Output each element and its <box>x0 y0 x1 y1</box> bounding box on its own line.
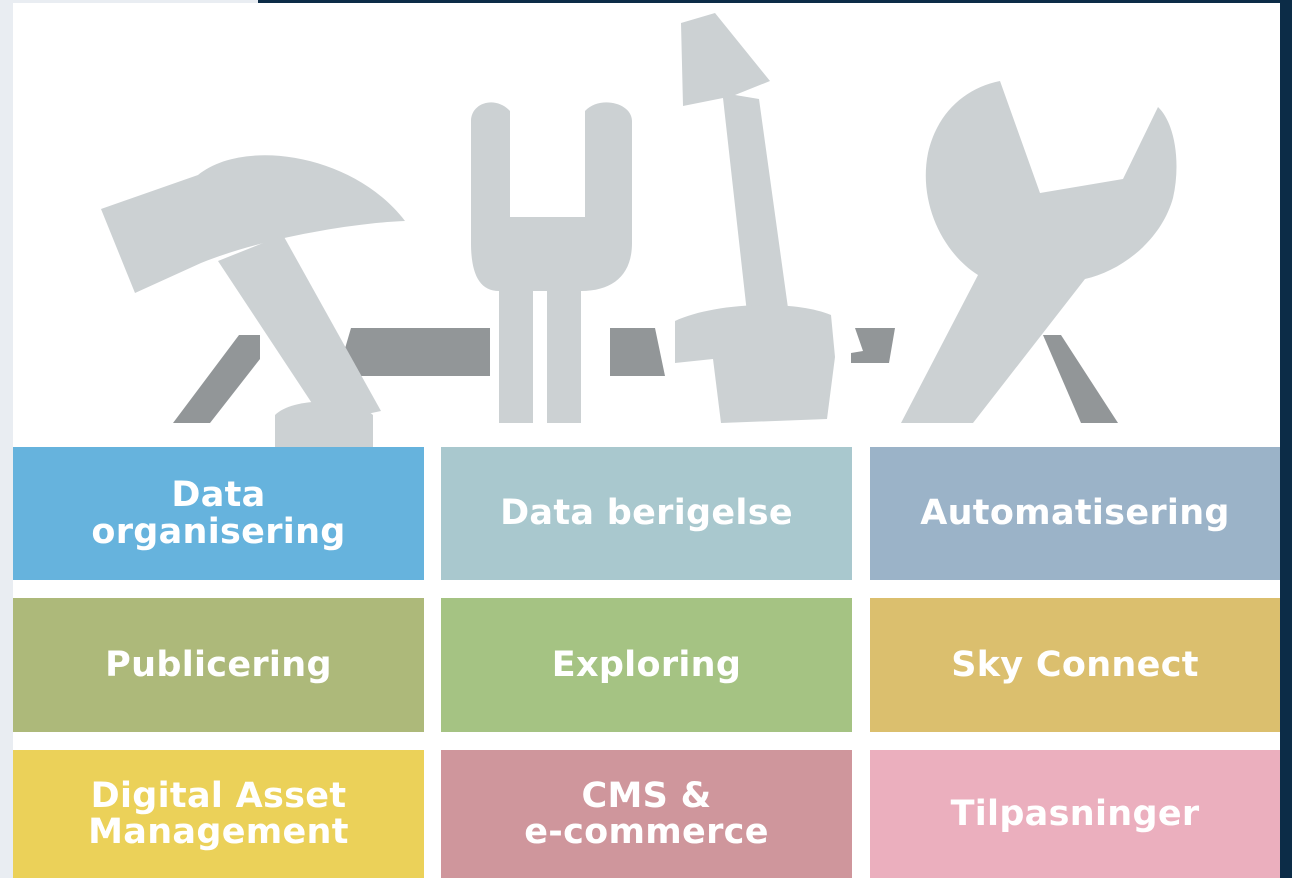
tile-digital-asset-management[interactable]: Digital Asset Management <box>13 750 424 878</box>
tile-automatisering[interactable]: Automatisering <box>870 447 1280 580</box>
tile-cms-ecommerce[interactable]: CMS & e-commerce <box>441 750 852 878</box>
tile-data-berigelse[interactable]: Data berigelse <box>441 447 852 580</box>
tile-publicering[interactable]: Publicering <box>13 598 424 732</box>
fork-wrench-icon <box>471 102 632 423</box>
tile-sky-connect[interactable]: Sky Connect <box>870 598 1280 732</box>
hammer-icon <box>101 155 405 448</box>
tools-illustration <box>101 13 1177 448</box>
toolbox-icon <box>173 328 1118 423</box>
tools-panel: Data organisering Data berigelse Automat… <box>13 3 1280 878</box>
wrench-icon <box>901 81 1177 423</box>
screwdriver-icon <box>675 13 835 423</box>
tile-exploring[interactable]: Exploring <box>441 598 852 732</box>
tile-data-organisering[interactable]: Data organisering <box>13 447 424 580</box>
tile-tilpasninger[interactable]: Tilpasninger <box>870 750 1280 878</box>
